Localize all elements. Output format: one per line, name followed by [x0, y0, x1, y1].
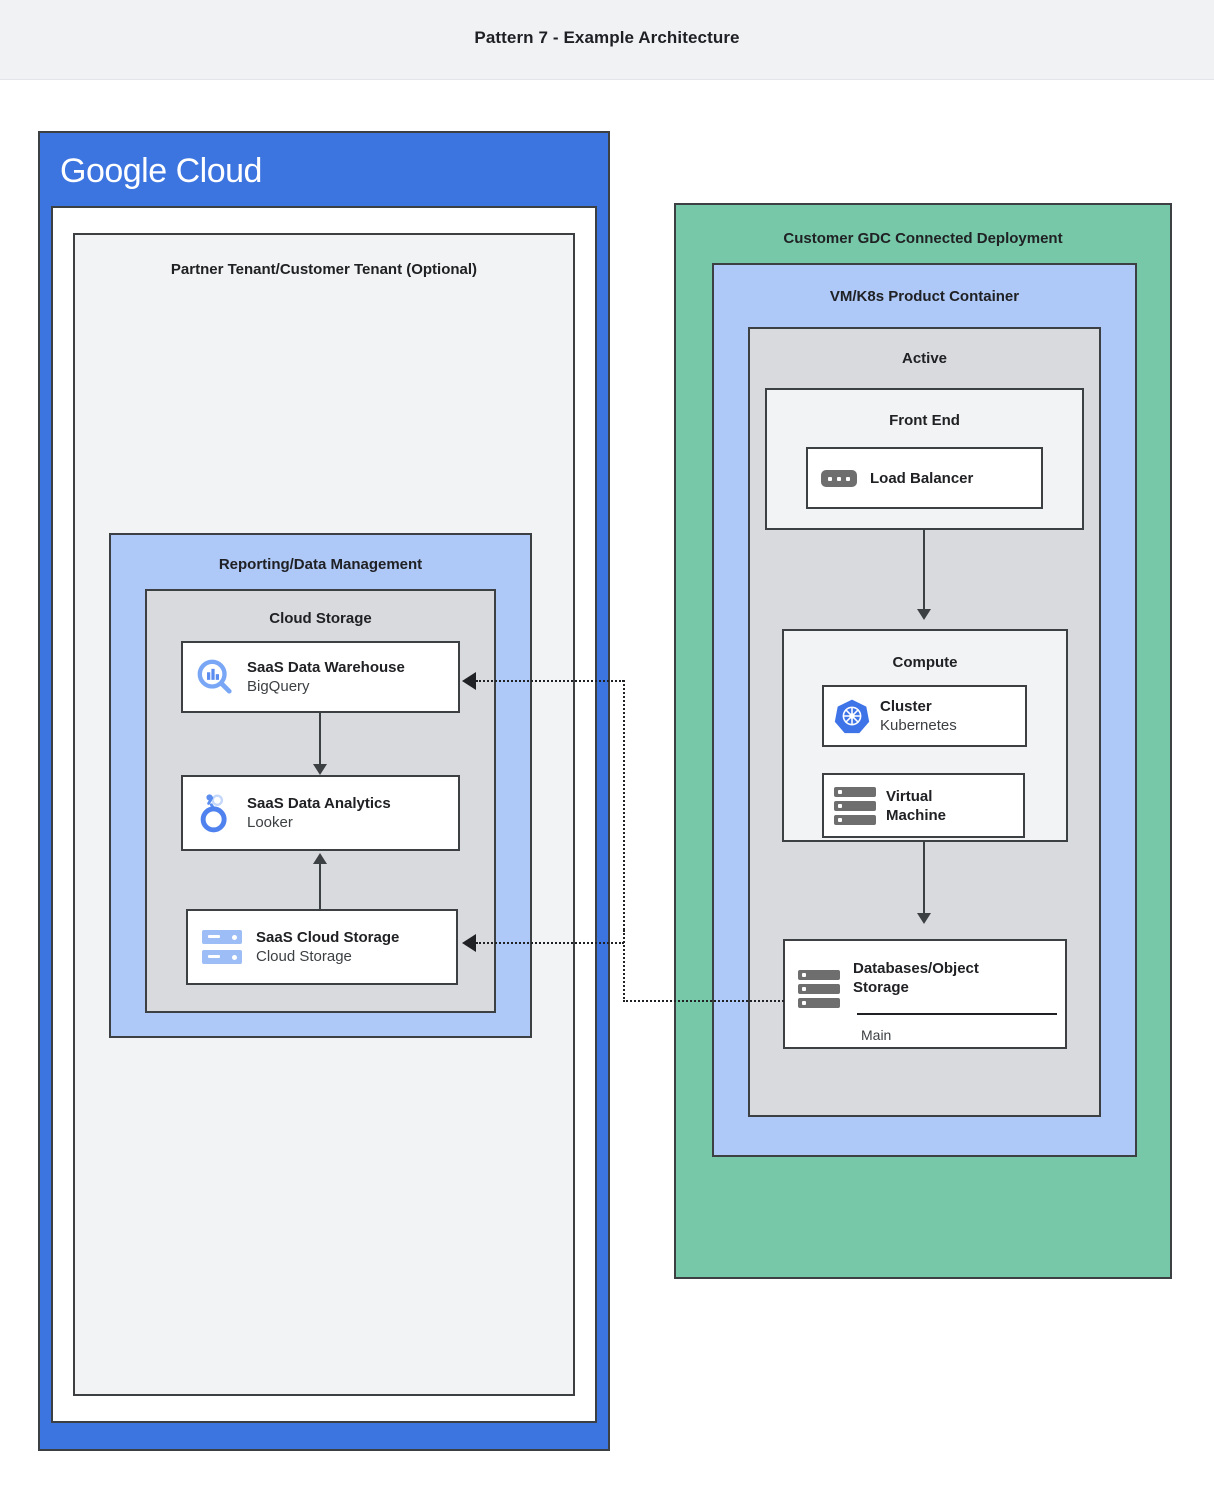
edge-storage-to-analytics: [319, 863, 321, 913]
node-title: SaaS Cloud Storage: [256, 928, 400, 946]
looker-icon: [183, 775, 247, 851]
node-text: Cluster Kubernetes: [880, 697, 957, 736]
edge-warehouse-to-analytics: [319, 713, 321, 769]
connector-to-cloud-storage-horizontal: [476, 942, 624, 944]
node-virtual-machine[interactable]: Virtual Machine: [822, 773, 1025, 838]
logo-text-google: Google: [60, 152, 167, 190]
google-cloud-logo: Google Cloud: [60, 152, 262, 191]
reporting-label: Reporting/Data Management: [218, 556, 423, 573]
node-title: Virtual: [886, 787, 933, 805]
connector-riser-vertical: [623, 680, 625, 930]
node-text: Load Balancer: [870, 469, 973, 488]
front-end-label: Front End: [889, 412, 960, 429]
cloud-storage-label: Cloud Storage: [269, 610, 372, 627]
node-text: SaaS Data Analytics Looker: [247, 794, 391, 833]
node-title: Cluster: [880, 697, 932, 715]
node-subtitle: Looker: [247, 813, 293, 831]
edge-frontend-to-compute: [923, 530, 925, 614]
virtual-machine-icon: [824, 773, 886, 838]
node-title: Load Balancer: [870, 469, 974, 487]
node-text: Virtual Machine: [886, 787, 946, 825]
edge-compute-to-databases: [923, 842, 925, 918]
compute-label: Compute: [892, 654, 958, 671]
connector-to-cloud-storage-arrowhead: [462, 934, 476, 952]
edge-frontend-to-compute-arrowhead: [917, 609, 931, 620]
connector-from-databases-horizontal: [623, 1000, 784, 1002]
node-subtitle: Kubernetes: [880, 716, 957, 734]
node-load-balancer[interactable]: Load Balancer: [806, 447, 1043, 509]
node-title: SaaS Data Warehouse: [247, 658, 405, 676]
connector-to-warehouse-horizontal: [476, 680, 624, 682]
partner-tenant-label: Partner Tenant/Customer Tenant (Optional…: [170, 261, 478, 278]
page-title: Pattern 7 - Example Architecture: [474, 28, 740, 47]
edge-compute-to-databases-arrowhead: [917, 913, 931, 924]
edge-warehouse-to-analytics-arrowhead: [313, 764, 327, 775]
node-title: Databases/Object: [853, 960, 979, 977]
diagram-canvas: Google Cloud Partner Tenant/Customer Ten…: [0, 81, 1214, 1492]
title-bar: Pattern 7 - Example Architecture: [0, 0, 1214, 80]
logo-text-cloud: Cloud: [175, 152, 263, 190]
bigquery-icon: [183, 641, 247, 713]
load-balancer-icon: [808, 447, 870, 509]
node-text: SaaS Cloud Storage Cloud Storage: [256, 928, 399, 967]
kubernetes-icon: [824, 685, 880, 747]
connector-to-warehouse-arrowhead: [462, 672, 476, 690]
database-sub-label: Main: [861, 1027, 892, 1043]
product-container-label: VM/K8s Product Container: [829, 288, 1020, 305]
connector-lower-riser-vertical: [623, 930, 625, 1002]
node-title: SaaS Data Analytics: [247, 794, 391, 812]
node-text: SaaS Data Warehouse BigQuery: [247, 658, 405, 697]
node-title-line2: Machine: [886, 806, 947, 824]
database-divider: [857, 1013, 1057, 1015]
gdc-deployment-label: Customer GDC Connected Deployment: [783, 230, 1063, 247]
node-text: Databases/Object Storage: [853, 959, 979, 997]
database-icon: [785, 941, 853, 1019]
node-databases-object-storage[interactable]: Databases/Object Storage Main: [783, 939, 1067, 1049]
node-title-line2: Storage: [853, 979, 909, 996]
active-label: Active: [901, 350, 948, 367]
edge-storage-to-analytics-arrowhead: [313, 853, 327, 864]
node-cluster[interactable]: Cluster Kubernetes: [822, 685, 1027, 747]
node-subtitle: Cloud Storage: [256, 947, 352, 965]
node-subtitle: BigQuery: [247, 677, 310, 695]
node-saas-data-warehouse[interactable]: SaaS Data Warehouse BigQuery: [181, 641, 460, 713]
node-saas-data-analytics[interactable]: SaaS Data Analytics Looker: [181, 775, 460, 851]
node-saas-cloud-storage[interactable]: SaaS Cloud Storage Cloud Storage: [186, 909, 458, 985]
cloud-storage-icon: [188, 909, 256, 985]
